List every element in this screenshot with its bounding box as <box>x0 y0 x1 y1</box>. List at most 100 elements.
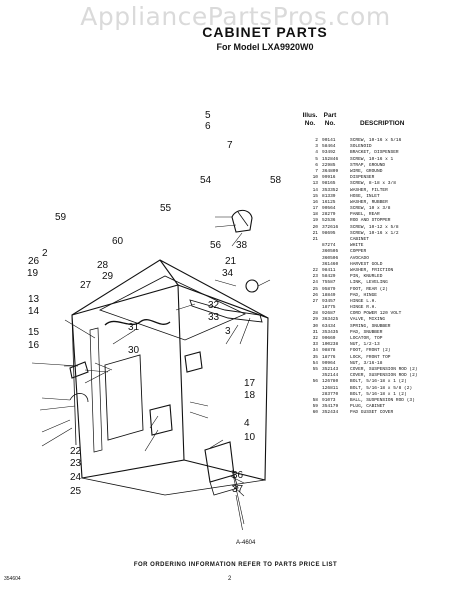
cell-illus-no: 18 <box>312 212 318 218</box>
callout-label: 14 <box>28 306 40 317</box>
callout-label: 21 <box>225 256 237 267</box>
cell-description: WHITE <box>350 243 364 249</box>
cell-part-no: 361460 <box>322 261 339 267</box>
drawing-number: A-4604 <box>236 540 256 546</box>
header-illus: Illus. No. <box>302 112 318 127</box>
cell-illus-no: 13 <box>312 181 318 187</box>
cell-part-no: 18776 <box>322 354 336 360</box>
exploded-parts-diagram <box>31 209 271 530</box>
cell-illus-no: 54 <box>312 360 318 366</box>
cell-description: CABINET <box>350 237 369 242</box>
cell-illus-no: 3 <box>315 144 318 150</box>
cell-part-no: 58464 <box>322 144 336 150</box>
document-number: 354604 <box>4 576 21 582</box>
cell-description: COVER, SUSPENSION ROD (2) <box>350 366 418 372</box>
cell-illus-no: 21 <box>312 230 318 236</box>
callout-label: 34 <box>222 268 234 279</box>
cell-part-no: 126780 <box>322 379 339 385</box>
cell-part-no: 63434 <box>322 323 336 329</box>
cell-part-no: 90669 <box>322 336 336 341</box>
cell-part-no: 98878 <box>322 348 336 354</box>
cell-part-no: 363425 <box>322 317 339 323</box>
callout-label: 18 <box>244 390 256 401</box>
cell-illus-no: 21 <box>312 237 318 242</box>
cell-part-no: 93492 <box>322 150 336 156</box>
callout-label: 25 <box>70 486 82 497</box>
cell-part-no: 126811 <box>322 385 339 391</box>
cell-part-no: 360505 <box>322 249 339 255</box>
cell-description: SPRING, SNUBBER <box>350 323 391 329</box>
cell-description: PAD, HINGE <box>350 292 378 298</box>
cell-part-no: 360506 <box>322 255 339 261</box>
cell-part-no: 372616 <box>322 224 339 230</box>
callout-label: 30 <box>128 345 140 356</box>
cell-description: WASHER, FRICTION <box>350 267 394 273</box>
cell-part-no: 98411 <box>322 267 336 273</box>
callout-label: 16 <box>28 340 40 351</box>
cell-illus-no: 19 <box>312 218 318 224</box>
cell-part-no: 52536 <box>322 218 336 224</box>
callout-label: 38 <box>236 240 248 251</box>
cell-illus-no: 2 <box>315 138 318 143</box>
cell-part-no: 75587 <box>322 280 336 286</box>
cell-description: COPPER <box>350 249 367 255</box>
cell-illus-no: 16 <box>312 199 318 205</box>
callout-label: 36 <box>232 470 244 481</box>
cell-description: NUT, 1/2-13 <box>350 342 380 348</box>
callout-label: 13 <box>28 294 40 305</box>
callout-label: 7 <box>227 140 233 151</box>
cell-illus-no: 24 <box>312 280 318 286</box>
cell-part-no: 352434 <box>322 410 339 416</box>
cell-part-no: 93457 <box>322 298 336 304</box>
cell-description: DISPENSER <box>350 175 375 181</box>
cell-description: VALVE, MIXING <box>350 317 386 323</box>
callout-label: 54 <box>200 175 212 186</box>
cell-illus-no: 32 <box>312 336 318 341</box>
table-row: 360505 COPPER <box>300 249 471 255</box>
callout-label: 32 <box>208 300 220 311</box>
callout-label: 28 <box>97 260 109 271</box>
cell-illus-no: 35 <box>312 354 318 360</box>
page-title: CABINET PARTS <box>202 24 328 40</box>
callout-label: 4 <box>244 418 250 429</box>
cell-description: COVER, SUSPENSION ROD (2) <box>350 373 418 379</box>
table-row: 361460 HARVEST GOLD <box>300 262 471 268</box>
cell-description: SOLENOID <box>350 144 372 150</box>
callout-label: 59 <box>55 212 67 223</box>
cell-description: PIN, KNURLED <box>350 274 383 280</box>
callout-label: 23 <box>70 458 82 469</box>
cell-description: BRACKET, DISPENSER <box>350 150 399 156</box>
callout-label: 17 <box>244 378 256 389</box>
cell-illus-no: 23 <box>312 274 318 280</box>
cell-illus-no: 25 <box>312 286 318 292</box>
cell-part-no: 283770 <box>322 391 339 397</box>
cell-description: HINGE L.H. <box>350 298 378 304</box>
cell-description: SCREW, 10 x 3/8 <box>350 206 391 212</box>
callout-label: 55 <box>160 203 172 214</box>
callout-label: 6 <box>205 121 211 132</box>
callout-label: 37 <box>232 484 244 495</box>
cell-part-no: 354179 <box>322 404 339 410</box>
cell-description: HARVEST GOLD <box>350 261 383 267</box>
cell-part-no: 18849 <box>322 292 336 298</box>
cell-illus-no: 17 <box>312 206 318 212</box>
cell-description: FOOT, FRONT (2) <box>350 348 391 354</box>
cell-description: NUT, 3/16-18 <box>350 360 383 366</box>
